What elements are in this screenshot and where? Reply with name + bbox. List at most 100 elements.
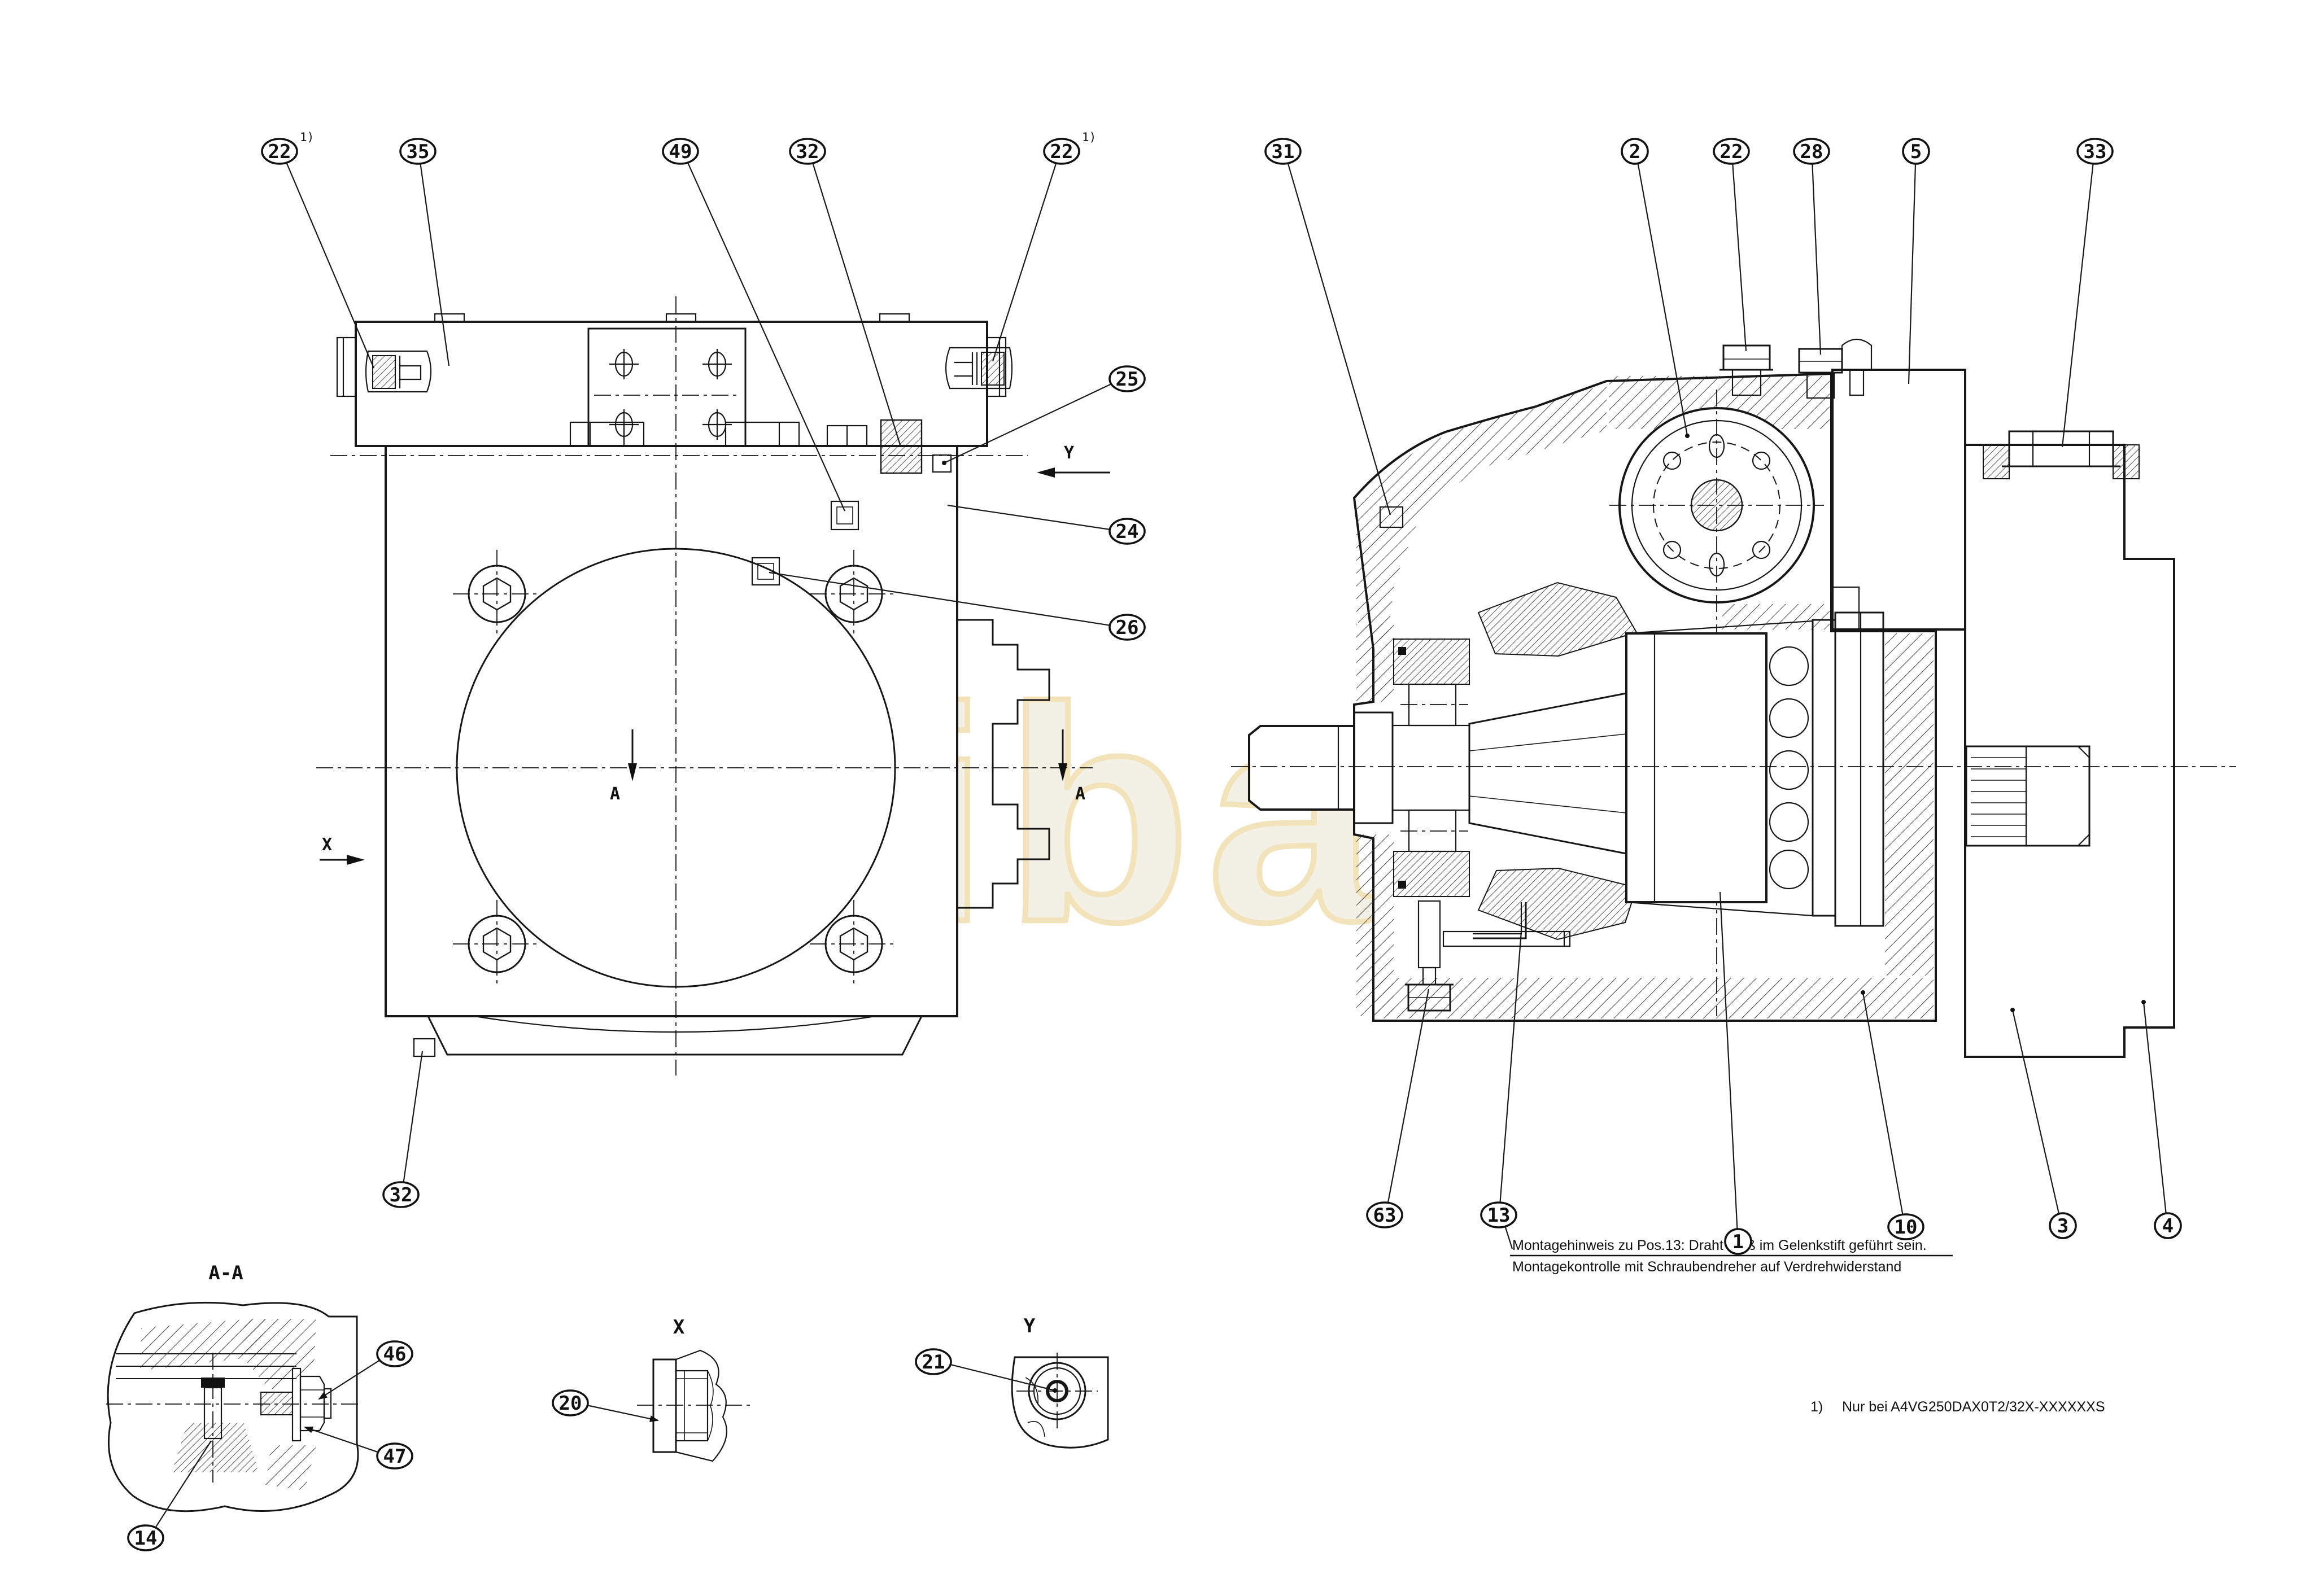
clamp-bolt-right [981, 352, 1005, 386]
callout-32: 32 [789, 138, 901, 445]
section-view [1231, 338, 2236, 1058]
callout-bubble [2076, 138, 2114, 165]
callout-21: 21 [915, 1348, 1057, 1393]
callout-bubble [2049, 1212, 2077, 1239]
charge-pump-cover [1609, 390, 1824, 1016]
leader-line [1719, 891, 1738, 1230]
callout-26: 26 [769, 571, 1146, 641]
leader-line [949, 1363, 1057, 1393]
detail-x: X [637, 1316, 751, 1462]
fitting-31 [1379, 506, 1404, 528]
callout-49: 49 [662, 138, 846, 511]
view-arrow-x: X [320, 835, 365, 865]
leader-line [285, 161, 375, 369]
plug-26 [751, 557, 780, 586]
callout-number: 46 [383, 1343, 407, 1366]
callout-bubble [1902, 138, 1930, 165]
callout-footnote-ref: 1) [300, 130, 314, 144]
leader-line [1504, 1226, 1513, 1249]
leader-line [1287, 162, 1391, 515]
callout-4: 4 [2141, 1000, 2182, 1239]
leader-line [403, 1051, 424, 1183]
callout-bubble [261, 138, 298, 165]
section-cut-marks: A A [610, 729, 1085, 804]
leader-line [811, 162, 901, 445]
callout-bubble [1043, 138, 1080, 165]
plug-49 [830, 500, 859, 531]
callout-14: 14 [127, 1440, 212, 1551]
nut-46 [299, 1375, 325, 1432]
callout-bubble [1109, 614, 1146, 641]
assembly-note-line1: Montagehinweis zu Pos.13: Draht muß im G… [1512, 1238, 1927, 1253]
front-view: A A X Y [316, 296, 1110, 1075]
callout-25: 25 [942, 365, 1146, 465]
callout-10: 10 [1861, 990, 1924, 1240]
leader-line [947, 504, 1111, 531]
callout-number: 5 [1910, 141, 1922, 163]
callout-32: 32 [382, 1051, 424, 1208]
callout-bubble [1724, 1228, 1752, 1255]
callout-bubble [376, 1340, 413, 1367]
callout-bubble [789, 138, 826, 165]
leader-line [2061, 163, 2094, 448]
callout-number: 10 [1895, 1216, 1918, 1239]
adjust-mechanism [1405, 900, 1571, 1012]
callout-number: 14 [134, 1527, 158, 1550]
footnote-marker: 1) [1810, 1399, 1823, 1415]
callout-13: 13 [1480, 931, 1522, 1249]
callout-3: 3 [2010, 1008, 2077, 1239]
callout-bubble [382, 1181, 420, 1208]
detail-y-title: Y [1024, 1315, 1036, 1337]
callout-number: 21 [922, 1351, 945, 1374]
callout-bubble [1793, 138, 1830, 165]
drive-shaft [1248, 639, 1627, 897]
footnote: 1) Nur bei A4VG250DAX0T2/32X-XXXXXXS [1810, 1399, 2105, 1415]
leader-line [687, 161, 846, 511]
leader-line [2010, 1008, 2060, 1214]
leader-line [1908, 163, 1917, 384]
callout-2: 2 [1621, 138, 1690, 438]
callout-bubble [1366, 1201, 1403, 1228]
seal-25 [932, 454, 952, 473]
cylinder-block [1625, 611, 1884, 927]
callout-bubble [376, 1442, 413, 1470]
callout-number: 2 [1629, 141, 1640, 163]
callout-28: 28 [1793, 138, 1830, 355]
view-arrow-y: Y [1037, 443, 1110, 478]
leader-line [154, 1440, 212, 1529]
callout-5: 5 [1902, 138, 1930, 384]
callout-63: 63 [1366, 989, 1430, 1228]
callout-bubble [399, 138, 437, 165]
callout-1: 1 [1719, 891, 1752, 1255]
leader-line [1387, 989, 1430, 1204]
plug-20 [652, 1358, 677, 1453]
assembly-note-line2: Montagekontrolle mit Schraubendreher auf… [1512, 1259, 1901, 1275]
port-boss [1965, 745, 2091, 847]
callout-number: 22 [268, 141, 291, 163]
callout-bubble [915, 1348, 952, 1375]
callout-number: 63 [1373, 1204, 1396, 1227]
callout-number: 1 [1732, 1231, 1744, 1253]
callout-number: 4 [2162, 1215, 2174, 1238]
callout-22: 22 [1713, 138, 1750, 352]
callout-22: 221) [992, 130, 1096, 362]
section-aa-title: A-A [208, 1262, 243, 1284]
callout-46: 46 [318, 1340, 413, 1400]
detail-y: Y [1011, 1315, 1109, 1449]
callout-number: 25 [1116, 368, 1139, 391]
callout-33: 33 [2061, 138, 2114, 448]
leader-line [992, 162, 1057, 362]
callout-bubble [662, 138, 699, 165]
cover-plate-5 [1831, 369, 1966, 631]
callout-22: 22 1) [261, 130, 375, 369]
callout-number: 32 [796, 141, 819, 163]
callout-bubble [2154, 1212, 2182, 1239]
clamp-bolt-left [372, 355, 396, 389]
leader-line [587, 1405, 659, 1422]
callout-number: 22 [1720, 141, 1743, 163]
callout-bubble [1109, 365, 1146, 392]
callout-bubble [1109, 518, 1146, 545]
callout-number: 13 [1487, 1204, 1511, 1227]
